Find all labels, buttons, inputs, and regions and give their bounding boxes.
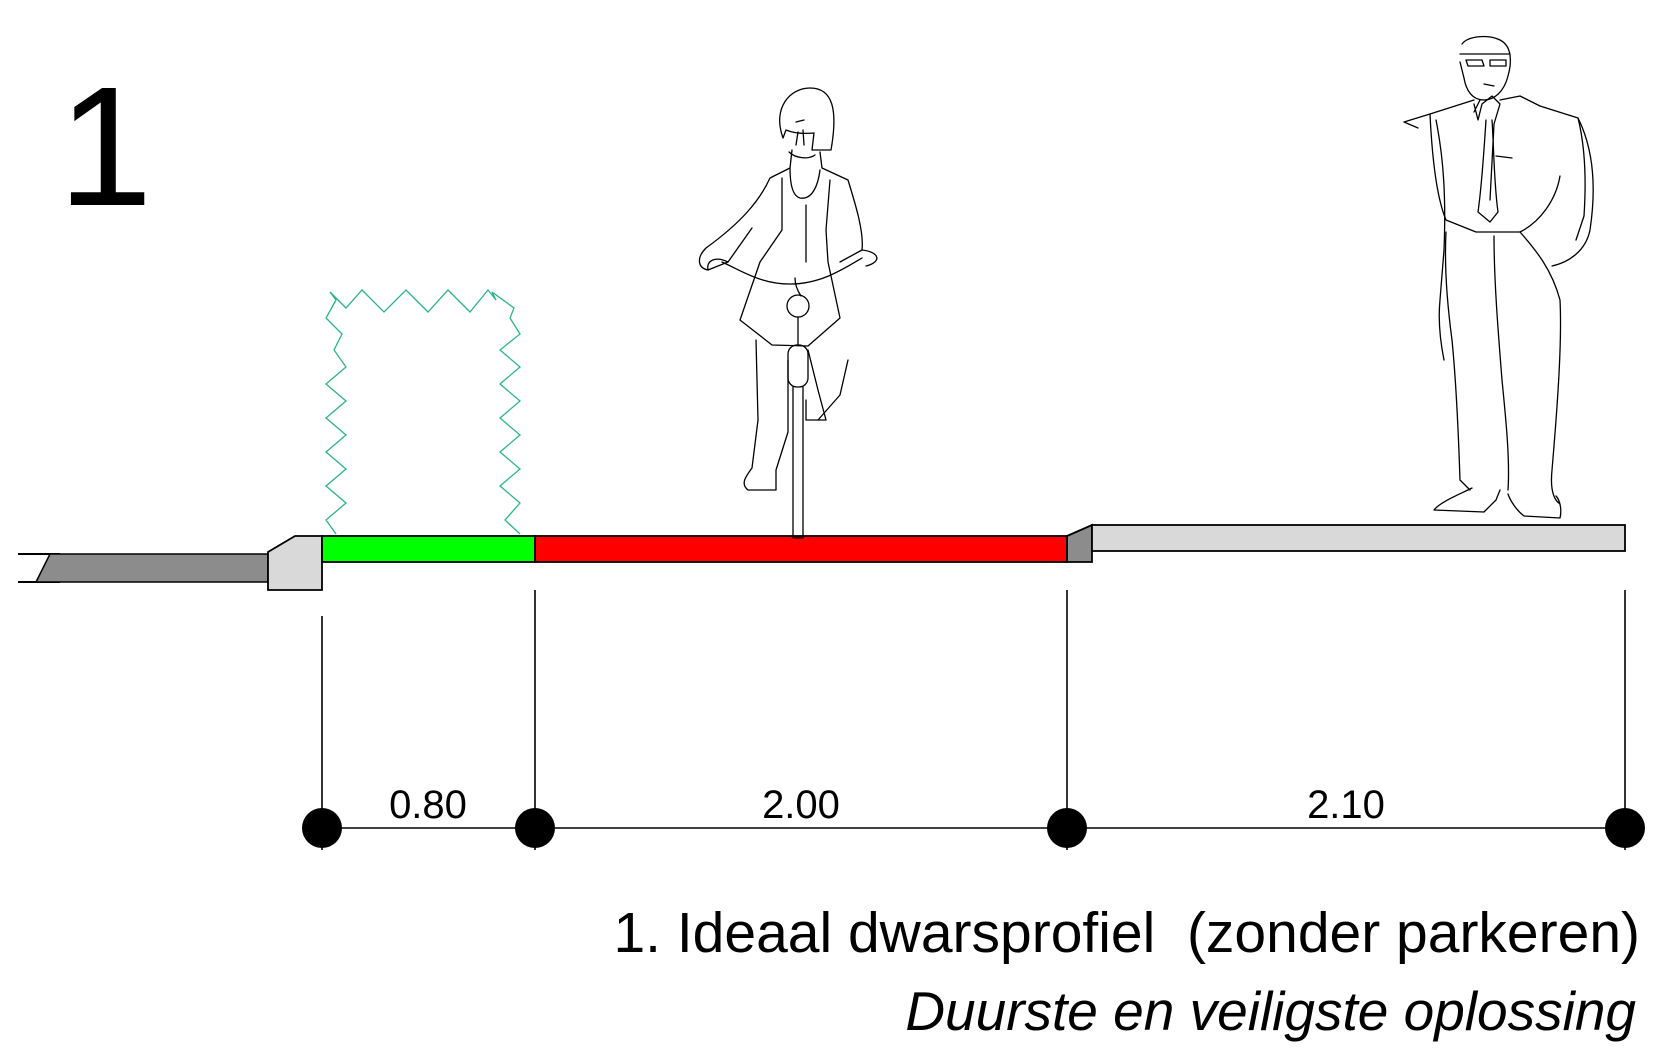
figure-number: 1	[58, 52, 153, 242]
road-fill	[34, 553, 269, 583]
dimension-marker	[1047, 808, 1087, 848]
dimension-marker	[302, 808, 342, 848]
sidewalk-curb	[1066, 523, 1093, 563]
dimension-label-green: 0.80	[389, 783, 467, 827]
dimension-marker	[1605, 808, 1645, 848]
dimension-label-sidewalk: 2.10	[1307, 783, 1385, 827]
caption-title: 1. Ideaal dwarsprofiel (zonder parkeren)	[613, 901, 1640, 965]
cycle-path	[534, 535, 1068, 563]
pedestrian-figure-icon	[1403, 35, 1594, 519]
road-surface	[18, 553, 269, 583]
cyclist-figure-icon	[698, 87, 878, 539]
dimension-lines	[321, 590, 1626, 850]
sidewalk	[1091, 524, 1626, 552]
dimension-marker	[515, 808, 555, 848]
dimension-markers	[302, 808, 1645, 848]
caption-subtitle: Duurste en veiligste oplossing	[905, 980, 1636, 1042]
hedge-outline-icon	[324, 288, 522, 535]
green-strip	[321, 535, 536, 563]
dimension-label-red: 2.00	[762, 783, 840, 827]
left-curb	[267, 535, 323, 591]
